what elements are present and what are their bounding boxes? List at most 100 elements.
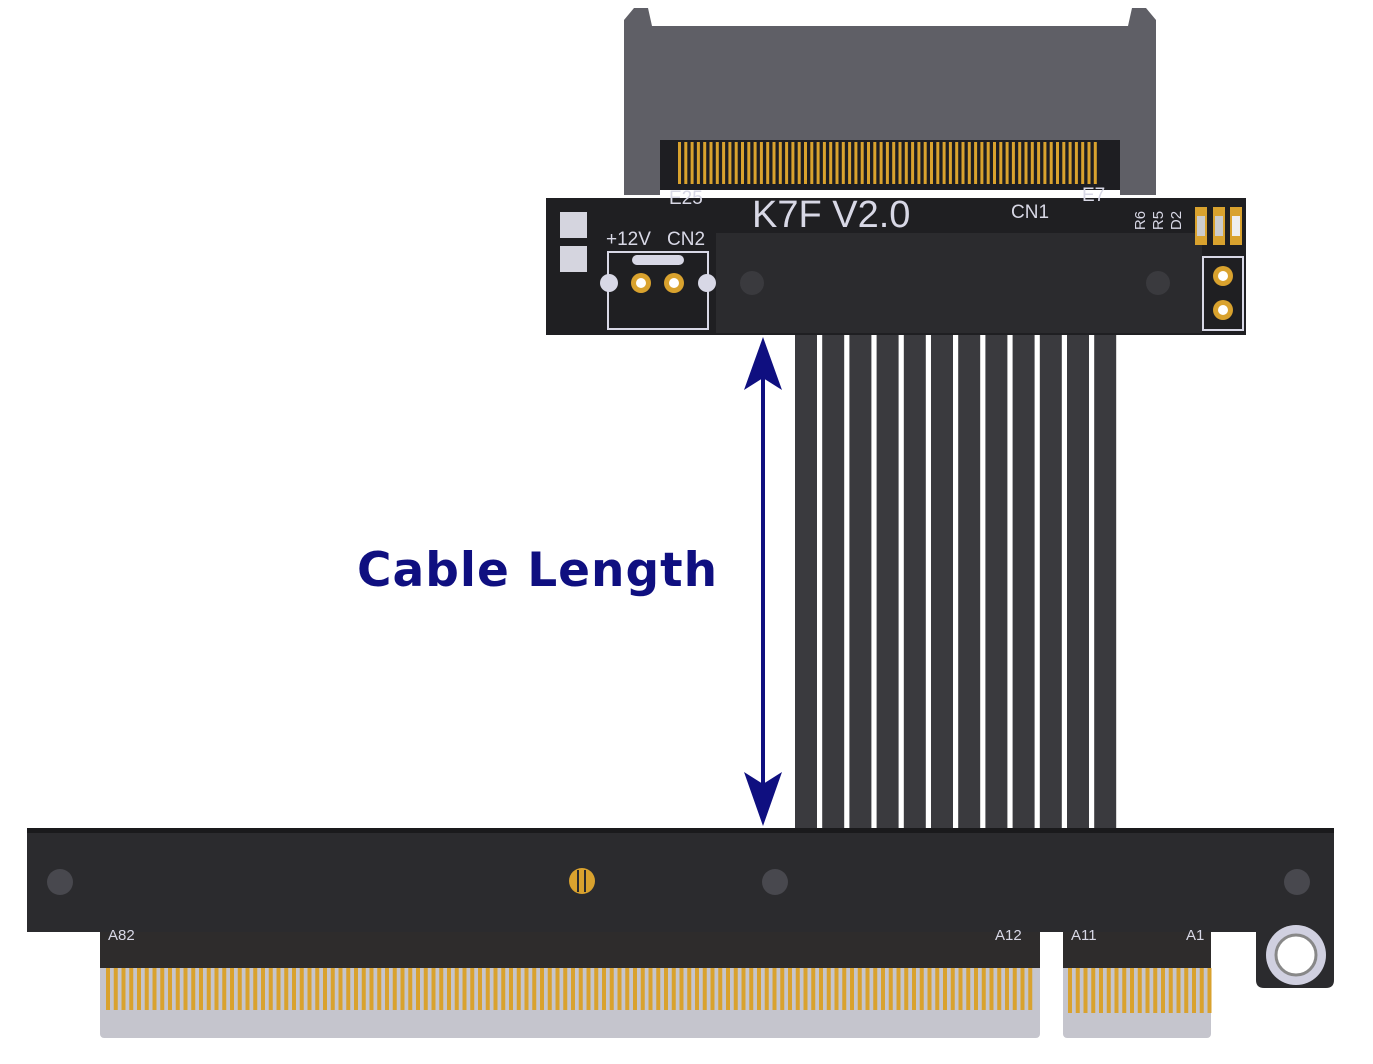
gold-finger <box>718 968 723 1010</box>
cable-strip <box>903 335 926 830</box>
gold-finger <box>873 968 878 1010</box>
slot-pin <box>1087 142 1091 184</box>
slot-pin <box>1011 142 1015 184</box>
gold-finger <box>842 968 847 1010</box>
slot-pin <box>993 142 996 184</box>
pin-label-a11: A11 <box>1071 927 1097 944</box>
gold-finger <box>656 968 661 1010</box>
gold-finger <box>261 968 265 1010</box>
gold-finger <box>749 968 754 1010</box>
slot-pin <box>1081 142 1085 184</box>
gold-finger <box>447 968 451 1010</box>
slot-pin <box>860 142 864 184</box>
gold-finger <box>989 968 994 1010</box>
gold-finger <box>1012 968 1017 1010</box>
gold-finger <box>416 968 420 1010</box>
gold-finger <box>113 968 118 1010</box>
gold-finger <box>1028 968 1033 1010</box>
gold-finger <box>392 968 397 1010</box>
gold-finger <box>981 968 986 1010</box>
slot-pin <box>936 142 940 184</box>
cable-strip <box>822 335 845 830</box>
gold-finger <box>950 968 955 1010</box>
gold-finger <box>183 968 188 1010</box>
gold-finger <box>974 968 978 1010</box>
gold-finger <box>175 968 180 1010</box>
gold-finger <box>834 968 839 1010</box>
gold-finger <box>214 968 219 1010</box>
slot-pin <box>1056 142 1059 184</box>
gold-finger <box>540 968 544 1010</box>
gold-finger <box>633 968 637 1010</box>
gold-finger <box>1099 968 1103 1013</box>
slot-pin <box>904 142 908 184</box>
slot-pin <box>1068 142 1072 184</box>
cable-strip <box>876 335 899 830</box>
power-label: +12V <box>606 229 651 250</box>
gold-finger <box>1184 968 1189 1013</box>
gold-finger <box>253 968 258 1010</box>
pin-label-a82: A82 <box>108 927 135 944</box>
gold-finger <box>617 968 622 1010</box>
gold-finger <box>594 968 599 1010</box>
gold-finger <box>315 968 320 1010</box>
gold-finger <box>191 968 196 1010</box>
gold-finger <box>462 968 467 1010</box>
gold-finger <box>679 968 684 1010</box>
slot-pin <box>696 142 700 184</box>
gold-finger <box>803 968 808 1010</box>
gold-finger <box>1083 968 1088 1013</box>
gold-finger <box>865 968 870 1010</box>
gold-finger <box>586 968 591 1010</box>
gold-finger <box>222 968 227 1010</box>
gold-finger <box>904 968 909 1010</box>
gold-finger <box>1145 968 1150 1013</box>
gold-finger <box>943 968 947 1010</box>
gold-finger <box>237 968 242 1010</box>
gold-finger <box>292 968 296 1010</box>
gold-finger <box>330 968 335 1010</box>
slot-pin <box>766 142 770 184</box>
gold-finger <box>819 968 823 1010</box>
gold-finger <box>1068 968 1072 1013</box>
slot-pin <box>759 142 763 184</box>
gold-finger <box>857 968 862 1010</box>
gold-finger <box>423 968 428 1010</box>
slot-pin <box>885 142 889 184</box>
slot-pin <box>728 142 732 184</box>
slot-pin <box>1037 142 1041 184</box>
component-label-d2: D2 <box>1168 210 1186 231</box>
gold-finger <box>547 968 552 1010</box>
gold-finger <box>997 968 1002 1010</box>
gold-finger <box>702 968 707 1010</box>
gold-finger <box>106 968 110 1010</box>
slot-pin <box>816 142 820 184</box>
slot-pin <box>892 142 896 184</box>
gold-finger <box>1153 968 1158 1013</box>
slot-pin <box>1074 142 1078 184</box>
gold-finger <box>733 968 738 1010</box>
slot-pin <box>709 142 713 184</box>
component-label-r6: R6 <box>1132 210 1150 231</box>
cable-strip <box>1067 335 1089 830</box>
gold-finger <box>485 968 490 1010</box>
gold-finger <box>741 968 746 1010</box>
gold-finger <box>1106 968 1111 1013</box>
gold-finger <box>129 968 134 1010</box>
gold-finger <box>927 968 932 1010</box>
gold-finger <box>493 968 498 1010</box>
component-label-r5: R5 <box>1150 210 1168 231</box>
gold-finger <box>532 968 537 1010</box>
power-connector-label: CN2 <box>667 229 706 250</box>
gold-finger <box>160 968 165 1010</box>
gold-finger <box>780 968 785 1010</box>
gold-finger <box>408 968 413 1010</box>
gold-finger <box>385 968 389 1010</box>
gold-finger <box>664 968 668 1010</box>
board-model-label: K7F V2.0 <box>752 194 911 236</box>
gold-finger <box>431 968 436 1010</box>
gold-finger <box>640 968 645 1010</box>
ribbon-cable <box>795 335 1117 830</box>
gold-finger <box>935 968 940 1010</box>
